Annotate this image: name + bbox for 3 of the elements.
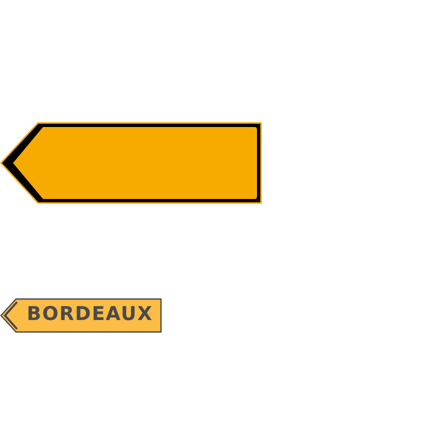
direction-sign xyxy=(0,298,162,333)
direction-sign xyxy=(0,122,262,204)
destination-text: BORDEAUX xyxy=(26,303,153,325)
